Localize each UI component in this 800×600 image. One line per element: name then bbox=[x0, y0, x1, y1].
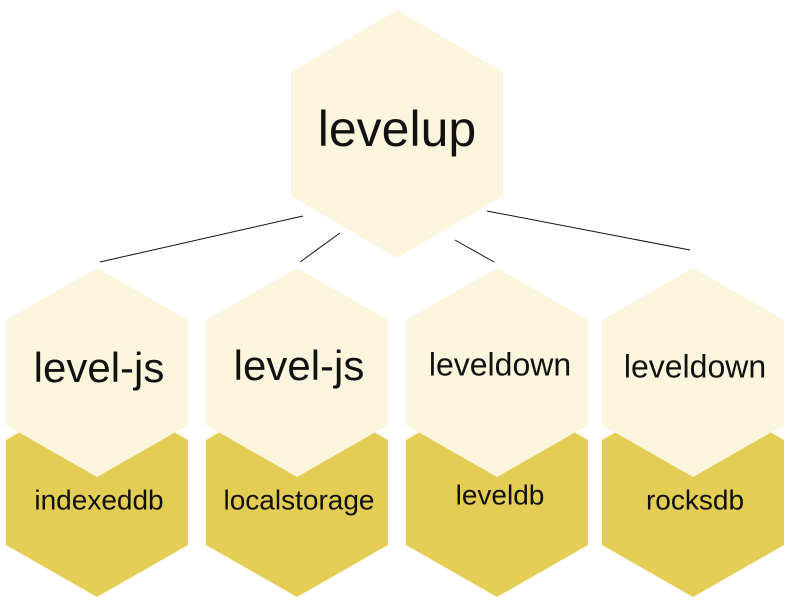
adapter-label: leveldown bbox=[624, 348, 766, 384]
adapter-hexagon bbox=[206, 268, 388, 477]
column-indexeddb: level-js indexeddb bbox=[6, 268, 188, 597]
storage-label: leveldb bbox=[456, 479, 545, 510]
connectors bbox=[99, 210, 691, 263]
column-localstorage: level-js localstorage bbox=[206, 268, 388, 597]
adapter-label: level-js bbox=[234, 342, 365, 389]
edge-to-rocksdb bbox=[486, 210, 691, 251]
root-label: levelup bbox=[318, 101, 476, 157]
edge-to-indexeddb bbox=[99, 215, 304, 263]
adapter-label: level-js bbox=[34, 344, 165, 391]
adapter-label: leveldown bbox=[429, 346, 571, 382]
adapter-hexagon bbox=[602, 268, 784, 477]
edge-to-leveldb bbox=[454, 239, 495, 263]
adapter-hexagon bbox=[6, 268, 188, 477]
root-node: levelup bbox=[291, 10, 503, 258]
edge-to-localstorage bbox=[299, 232, 341, 263]
storage-label: indexeddb bbox=[34, 484, 163, 515]
root-hexagon bbox=[291, 10, 503, 258]
column-leveldb: leveldown leveldb bbox=[406, 268, 588, 597]
storage-label: rocksdb bbox=[646, 484, 744, 515]
adapter-hexagon bbox=[406, 268, 588, 477]
storage-label: localstorage bbox=[224, 484, 375, 515]
column-rocksdb: leveldown rocksdb bbox=[602, 268, 784, 597]
